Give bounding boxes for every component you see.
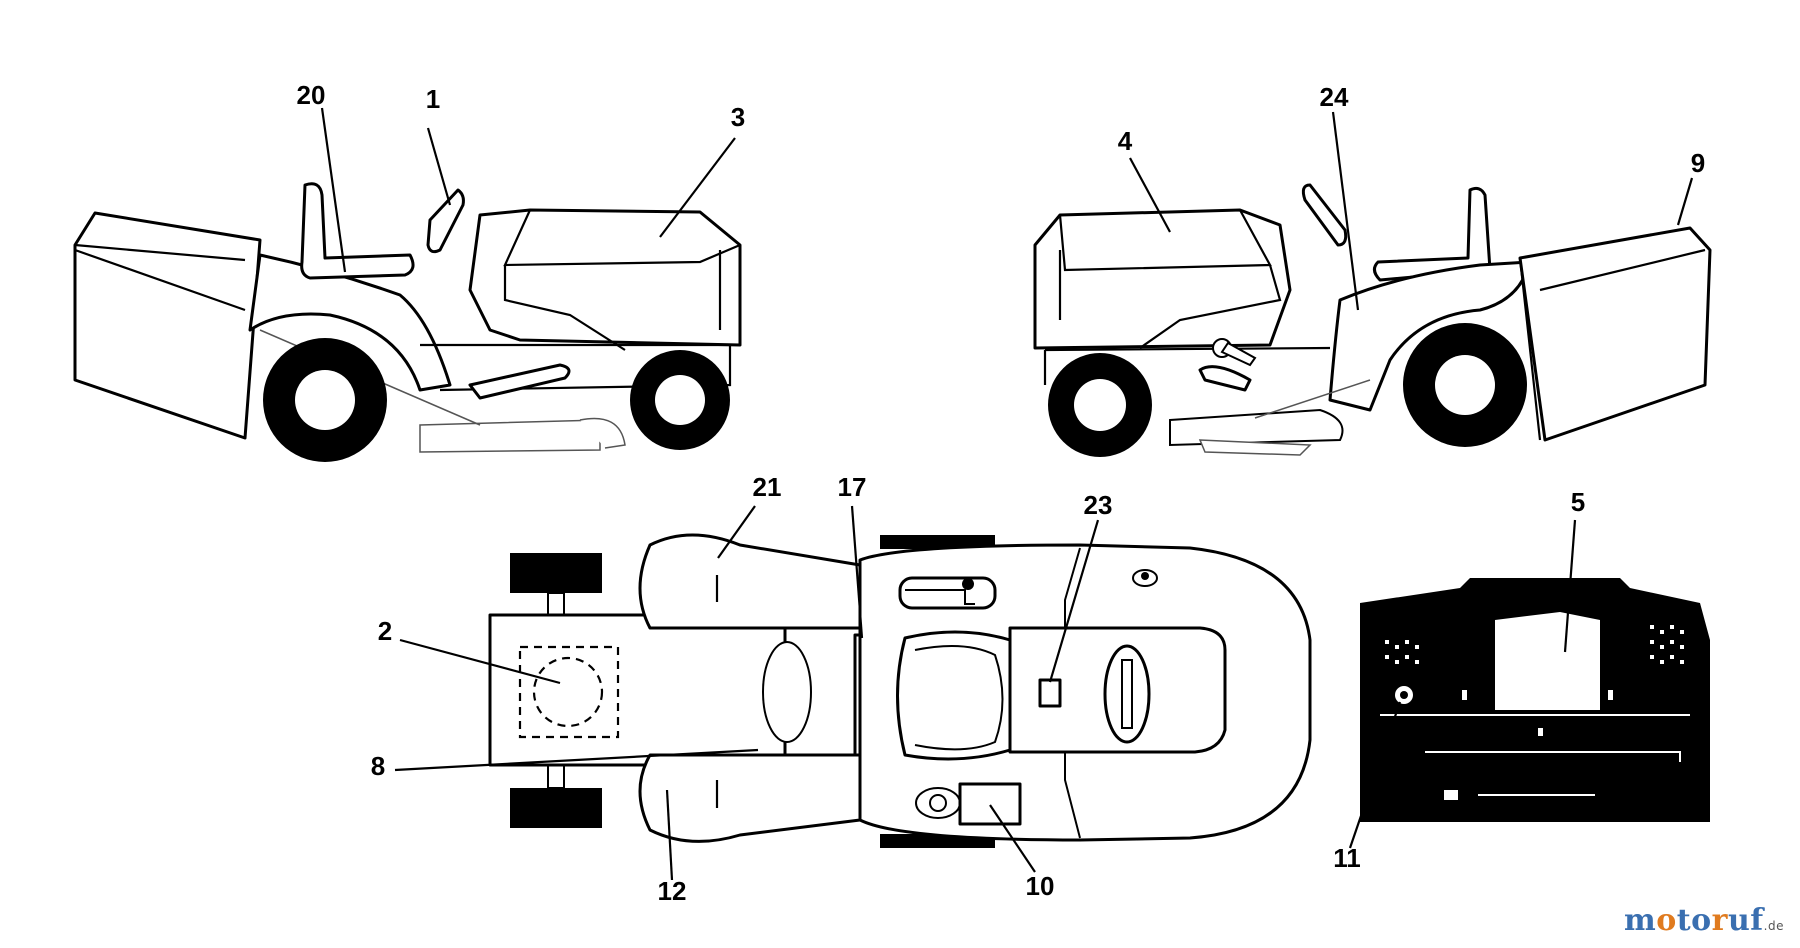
mower-right-side-view (1033, 183, 1712, 457)
callout-5: 5 (1571, 487, 1585, 517)
callout-20: 20 (297, 80, 326, 110)
mower-left-side-view (73, 182, 742, 462)
callout-10: 10 (1026, 871, 1055, 901)
watermark-logo: motoruf.de (1624, 903, 1784, 938)
grille-texture (1385, 625, 1684, 664)
rear-panel-view (1360, 578, 1710, 822)
callout-23: 23 (1084, 490, 1113, 520)
callout-1: 1 (426, 84, 440, 114)
callout-17: 17 (838, 472, 867, 502)
callout-8: 8 (371, 751, 385, 781)
mower-top-view (488, 533, 1312, 848)
callout-11: 11 (1333, 843, 1361, 873)
callout-24: 24 (1320, 82, 1349, 112)
callout-4: 4 (1118, 126, 1133, 156)
callout-21: 21 (753, 472, 782, 502)
callout-9: 9 (1691, 148, 1705, 178)
callout-12: 12 (658, 876, 687, 906)
callout-3: 3 (731, 102, 745, 132)
callout-2: 2 (378, 616, 392, 646)
